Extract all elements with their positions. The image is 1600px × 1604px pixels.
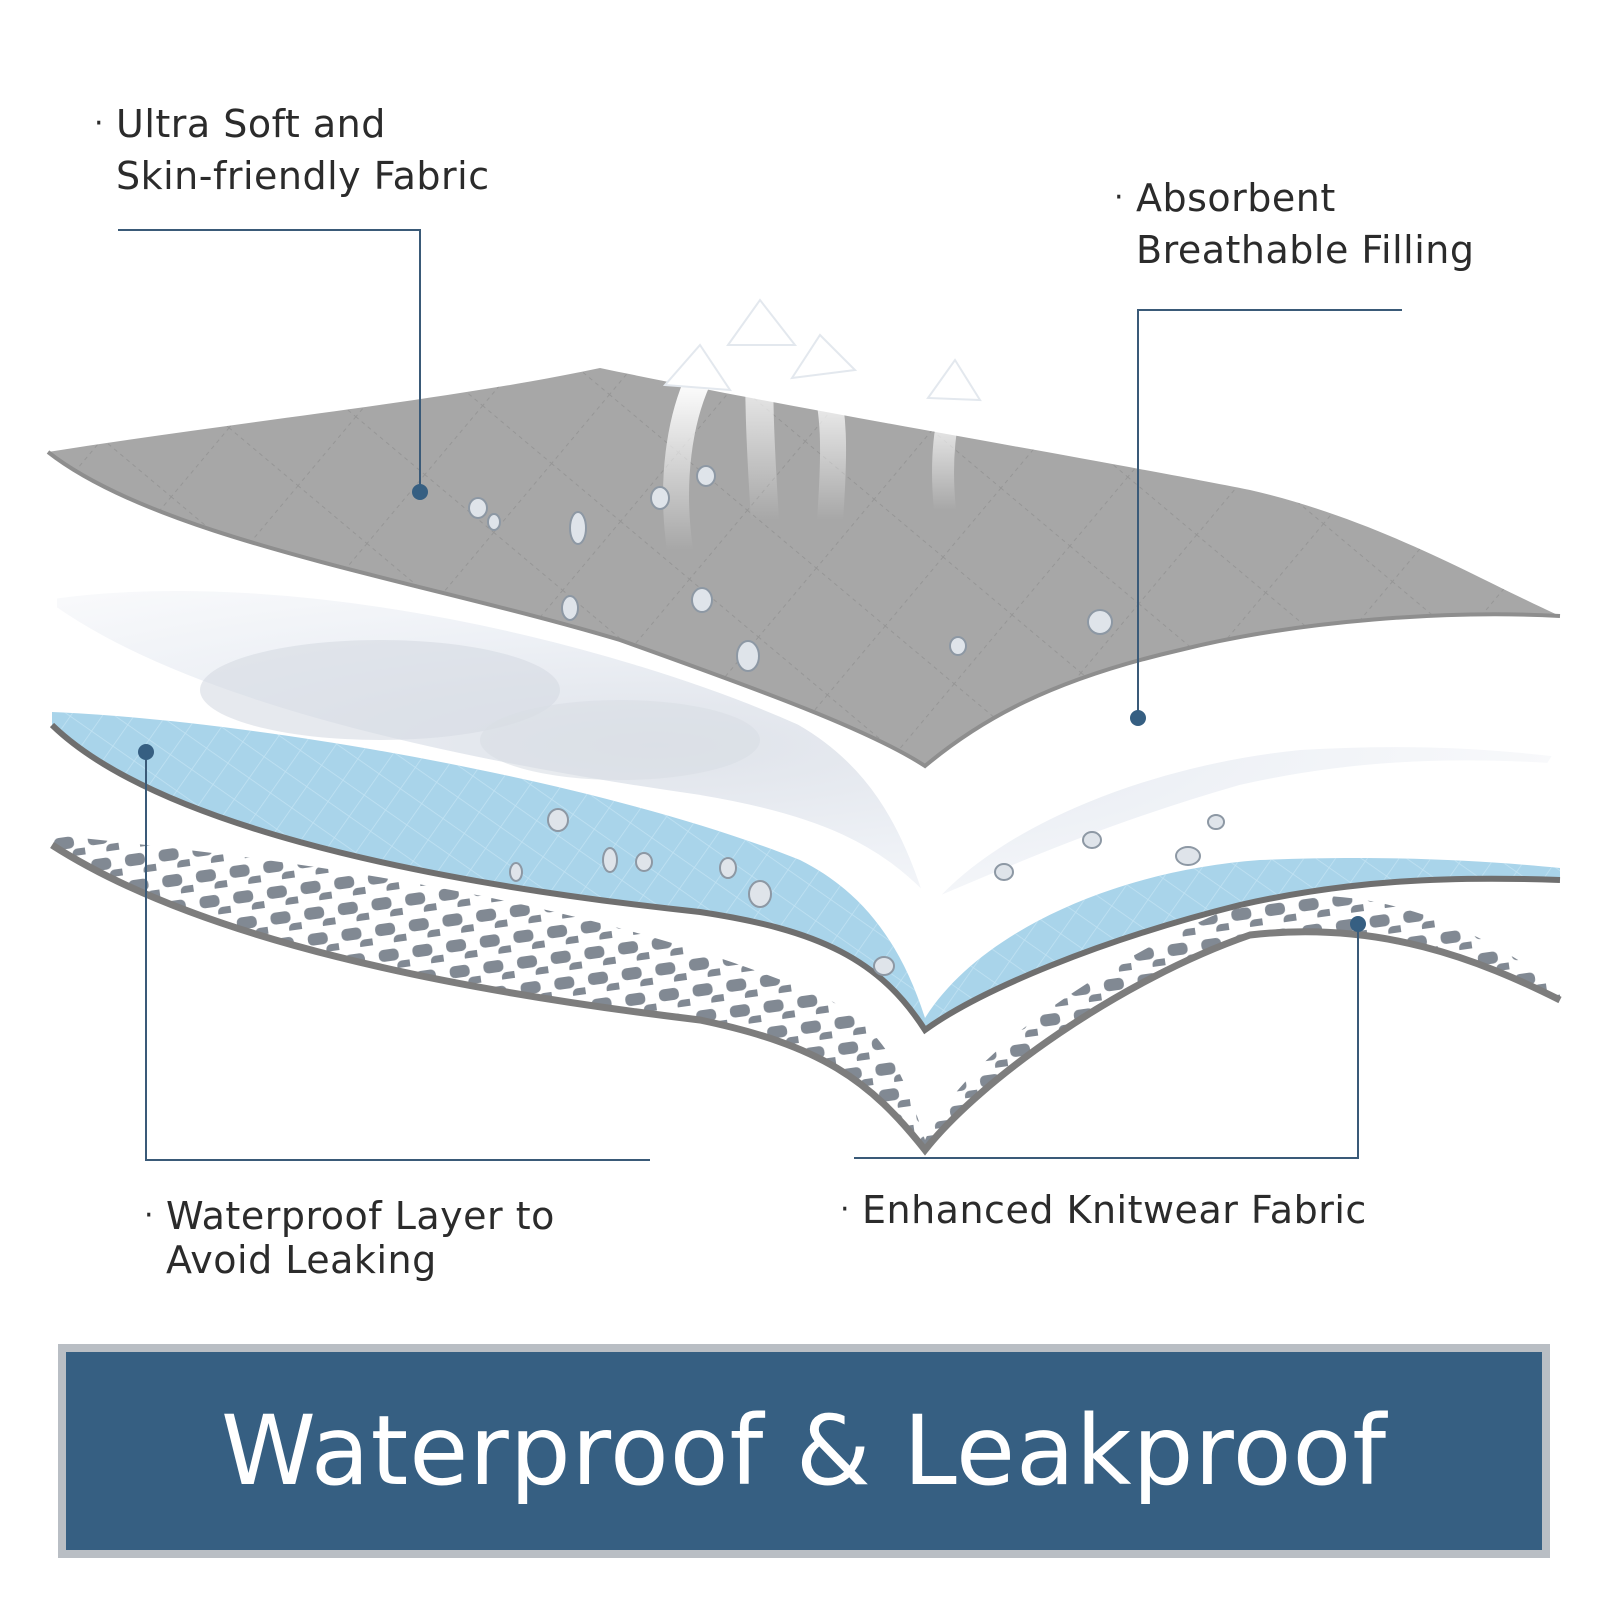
banner-title: Waterproof & Leakproof xyxy=(220,1395,1388,1507)
filling-layer xyxy=(47,581,1569,911)
bullet-dot-icon: · xyxy=(144,1198,155,1233)
callout-line: Skin-friendly Fabric xyxy=(116,154,490,198)
callout-line: Breathable Filling xyxy=(1136,228,1475,272)
callout-soft-fabric: · Ultra Soft and Skin-friendly Fabric xyxy=(94,98,490,202)
bullet-dot-icon: · xyxy=(840,1192,851,1227)
callout-absorbent-filling: · Absorbent Breathable Filling xyxy=(1114,172,1475,276)
feature-banner: Waterproof & Leakproof xyxy=(58,1344,1550,1558)
callout-lines xyxy=(118,229,1402,1161)
knit-fabric-layer xyxy=(50,835,1562,1156)
bullet-dot-icon: · xyxy=(1114,180,1125,215)
callout-line: Ultra Soft and xyxy=(116,102,386,146)
callout-markers xyxy=(138,484,1366,932)
callout-line: Avoid Leaking xyxy=(166,1238,437,1282)
callout-line: Absorbent xyxy=(1136,176,1336,220)
bullet-dot-icon: · xyxy=(94,106,105,141)
top-fabric-layer xyxy=(46,368,1561,769)
callout-knitwear-fabric: · Enhanced Knitwear Fabric xyxy=(840,1184,1367,1236)
water-droplet-icon xyxy=(468,465,1225,976)
waterproof-layer xyxy=(49,712,1561,1035)
callout-line: Enhanced Knitwear Fabric xyxy=(862,1188,1367,1232)
callout-line: Waterproof Layer to xyxy=(166,1194,555,1238)
breathe-arrow-icon xyxy=(662,298,982,563)
callout-waterproof-layer: · Waterproof Layer to Avoid Leaking xyxy=(144,1194,555,1282)
